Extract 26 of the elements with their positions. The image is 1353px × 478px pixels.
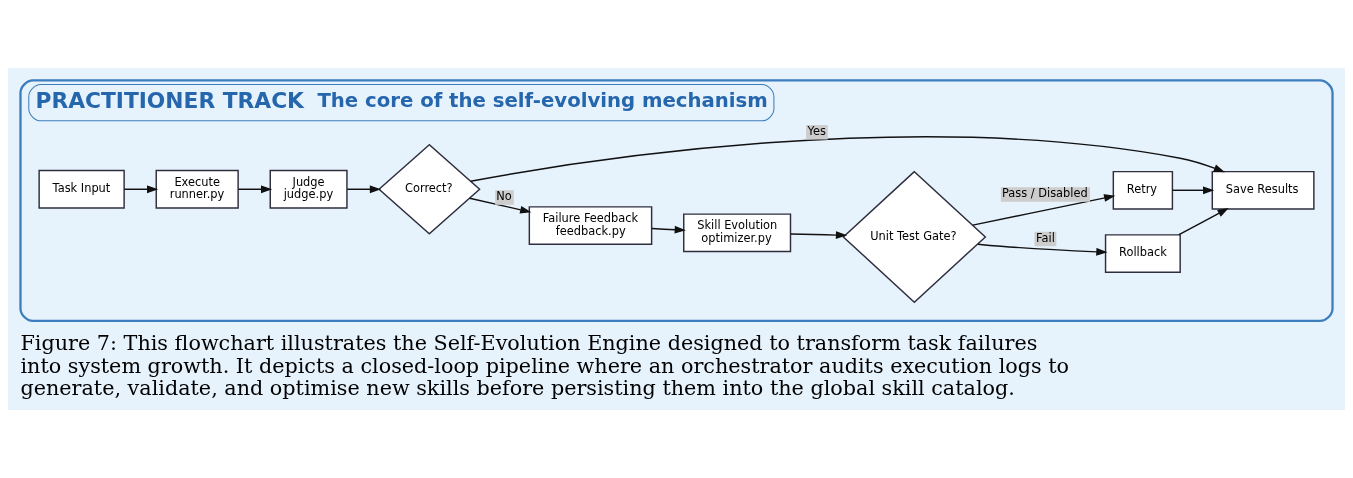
node-box: Retry <box>1112 170 1174 210</box>
node-box: Execute runner.py <box>155 169 239 209</box>
node-box: Task Input <box>38 169 125 209</box>
arrow <box>1178 208 1229 236</box>
edge-label: No <box>496 189 512 204</box>
arrow <box>237 185 273 194</box>
arrow <box>468 197 532 214</box>
arrow <box>1171 186 1215 195</box>
node-box: Save Results <box>1211 170 1315 210</box>
node-diamond: Unit Test Gate? <box>842 170 987 304</box>
edge-label: Fail <box>1036 230 1055 245</box>
arrow <box>123 185 159 194</box>
node-box: Skill Evolution optimizer.py <box>683 213 792 253</box>
arrow <box>972 194 1116 226</box>
node-box: Rollback <box>1104 234 1181 273</box>
arrow <box>790 231 848 240</box>
node-box: Judge judge.py <box>269 169 348 209</box>
arrow <box>346 185 382 194</box>
edge-label: Pass / Disabled <box>1001 186 1088 201</box>
arrow <box>469 136 1225 182</box>
caption: Figure 7: This flowchart illustrates the Self-Evolution Engine designed to transform task failures into system growth. It depicts a closed-loop pipeline where an orchestrator audits execution logs to generate, validate, and optimise new skills before persisting them into the global skill catalog. <box>20 330 1070 401</box>
arrow <box>977 243 1108 256</box>
edge-label: Yes <box>807 124 826 139</box>
arrow <box>651 225 686 234</box>
node-diamond: Correct? <box>377 143 481 235</box>
node-box: Failure Feedback feedback.py <box>528 206 653 245</box>
